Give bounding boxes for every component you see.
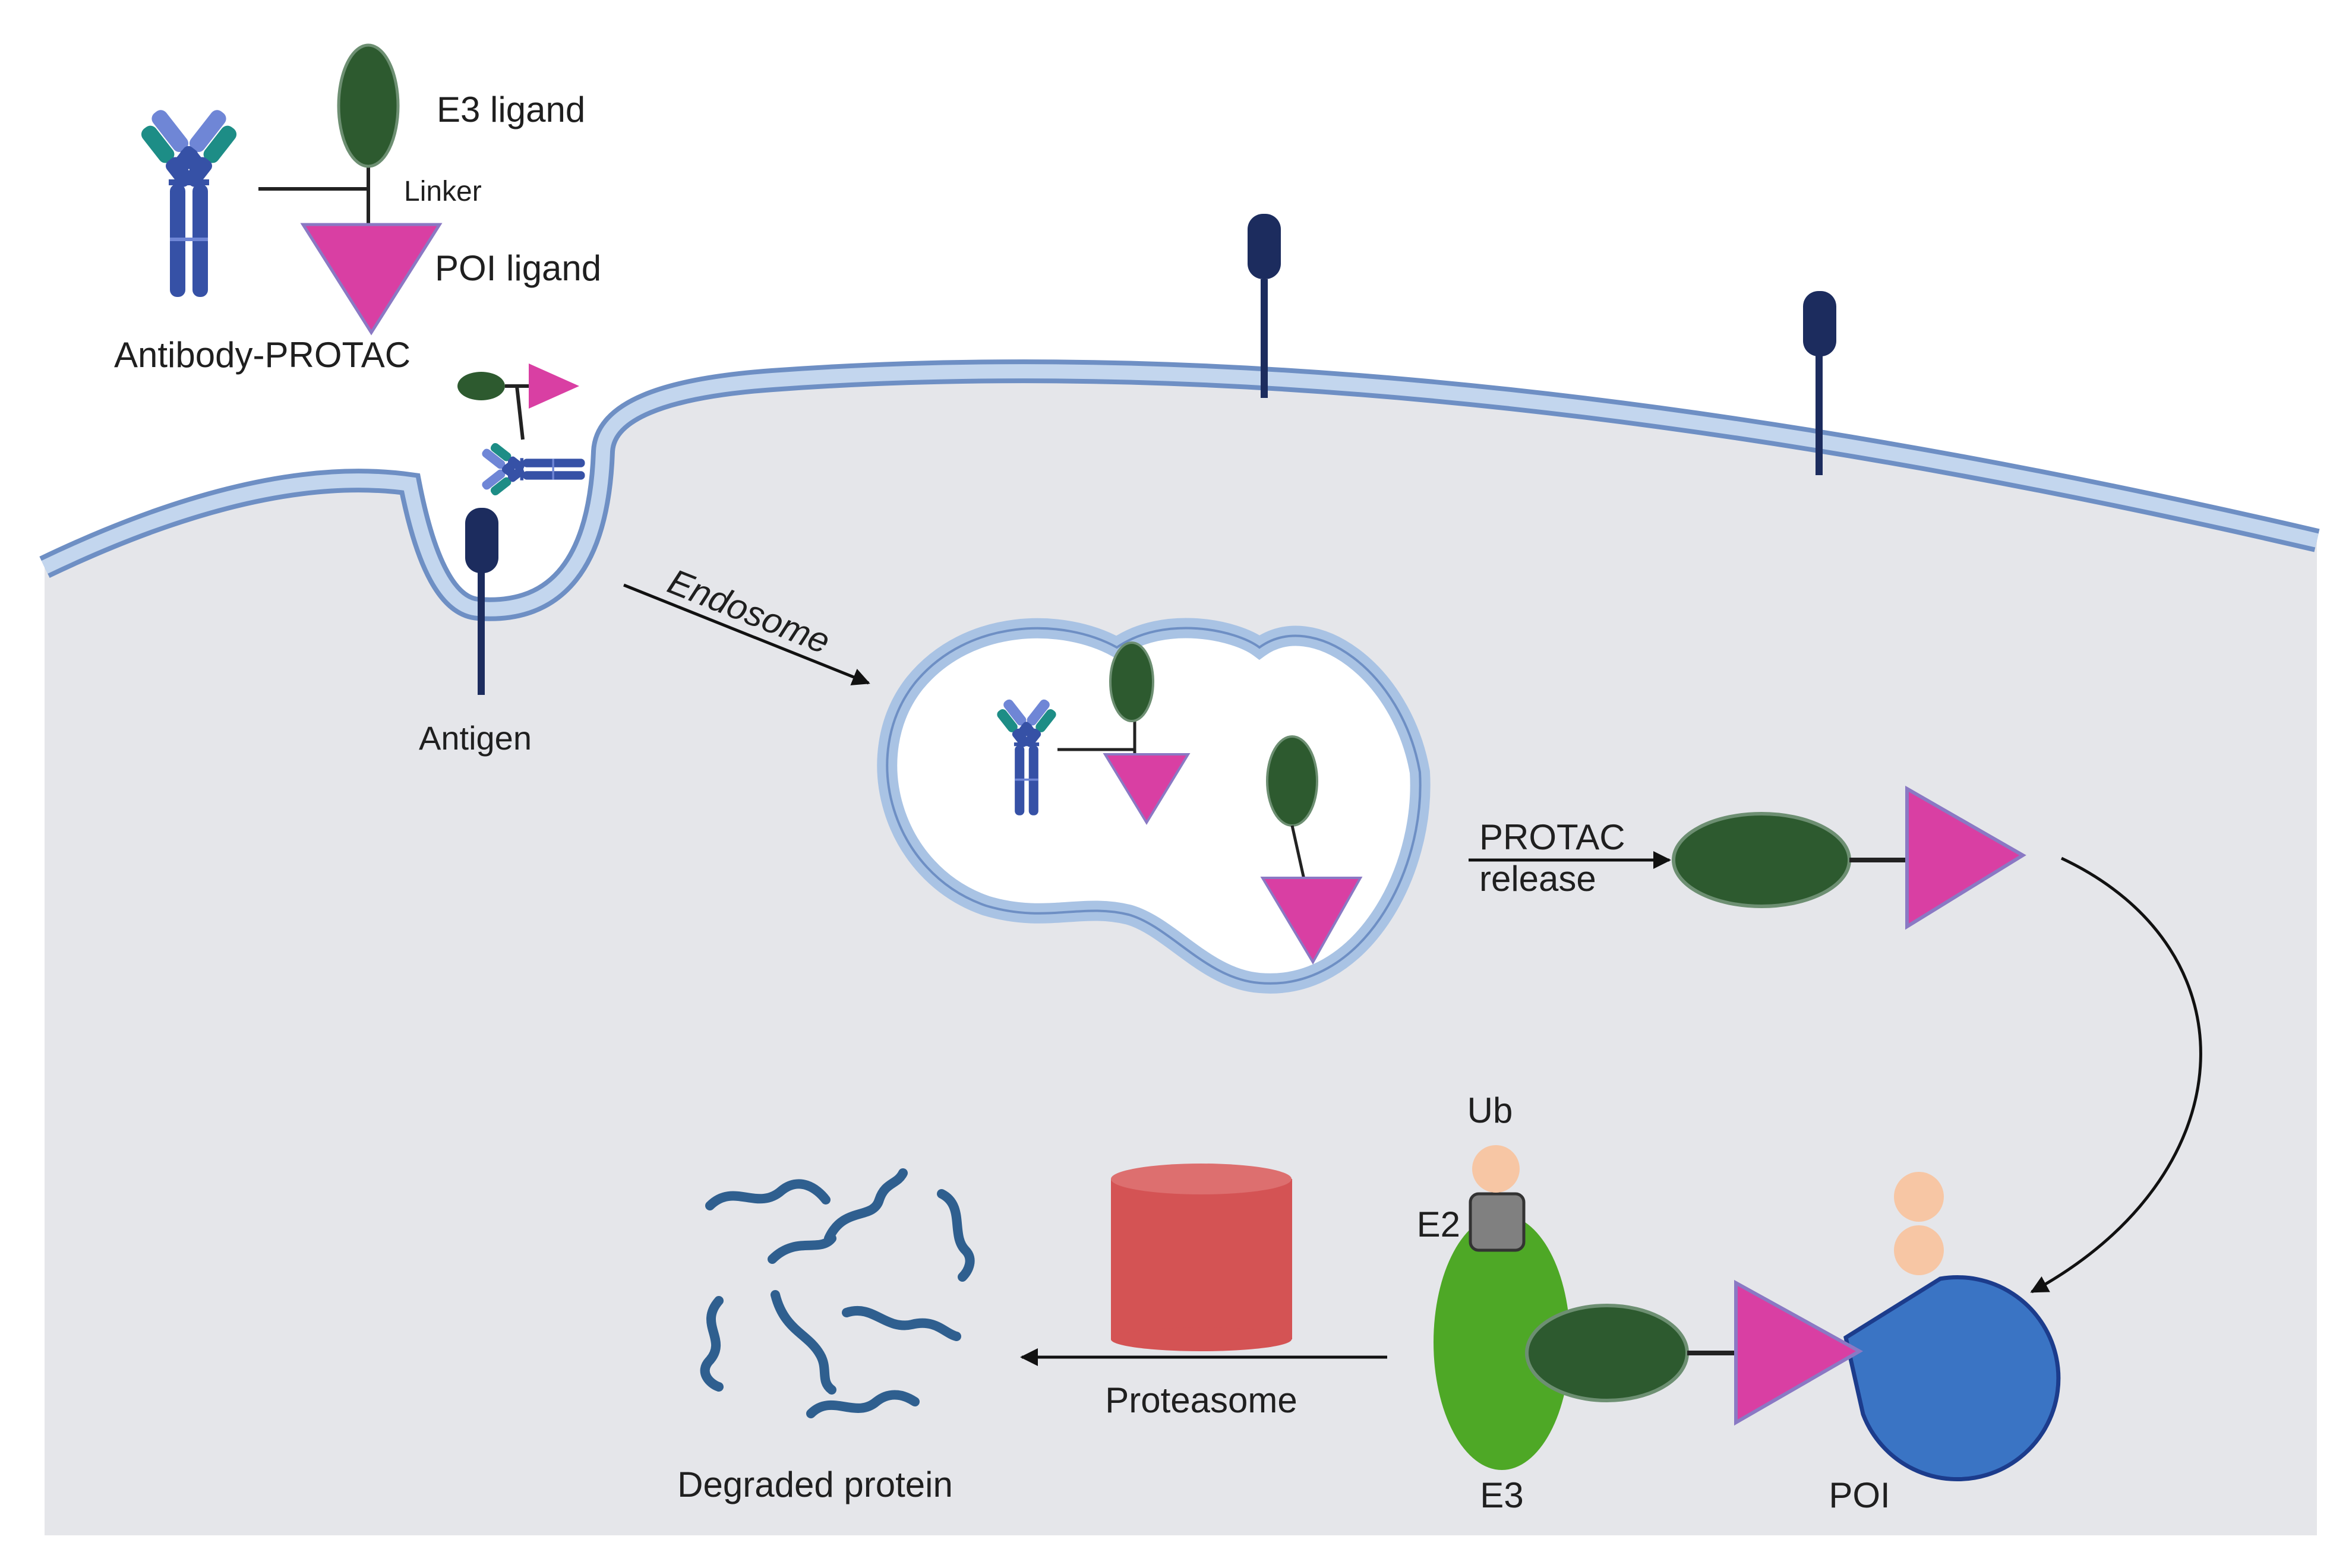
- antigen-receptor-pit: [465, 508, 498, 695]
- e2-label: E2: [1417, 1205, 1460, 1244]
- degraded-protein-fragments: [700, 1168, 975, 1418]
- antigen-receptor-2: [1803, 291, 1836, 475]
- endosome-e3-ligand-2: [1266, 735, 1318, 827]
- proteasome-label: Proteasome: [1105, 1380, 1297, 1420]
- e3-ligand-label: E3 ligand: [437, 90, 585, 129]
- poi-ligand-icon: [300, 223, 443, 336]
- endosome: [877, 618, 1431, 994]
- protac-release-label-line2: release: [1479, 859, 1596, 899]
- e3-ligand-icon: [337, 43, 400, 168]
- fragment: [705, 1179, 831, 1210]
- ternary-complex: [1434, 1145, 2061, 1482]
- ubiquitin-on-e2: [1472, 1145, 1520, 1193]
- poi-ligand-label: POI ligand: [435, 248, 601, 288]
- ubiquitin-on-poi-2: [1894, 1225, 1944, 1275]
- e3-ligase: [1434, 1215, 1570, 1470]
- released-protac: [1672, 785, 2026, 930]
- antibody-protac-legend: E3 ligand Linker POI ligand Antibody-PRO…: [114, 43, 601, 375]
- endosome-poi-ligand-1: [1103, 753, 1191, 825]
- protac-release-label-line1: PROTAC: [1479, 817, 1625, 857]
- released-poi-ligand: [1905, 785, 2026, 930]
- fragment: [842, 1305, 961, 1341]
- endosome-poi-ligand-2: [1260, 877, 1363, 965]
- bound-antibody-protac: [480, 439, 585, 500]
- degraded-protein-label: Degraded protein: [677, 1465, 953, 1504]
- complex-poi-ligand: [1734, 1279, 1864, 1426]
- bound-protac-small: [457, 363, 579, 440]
- fragment: [937, 1189, 975, 1282]
- curved-arrow-to-complex: [2030, 856, 2202, 1294]
- endosome-arrow: [623, 583, 870, 685]
- linker-label: Linker: [404, 176, 482, 207]
- fragment: [806, 1390, 920, 1418]
- antibody-icon: [134, 107, 244, 298]
- poi-protein: [1843, 1275, 2061, 1482]
- fragment: [771, 1290, 836, 1395]
- poi-label: POI: [1829, 1475, 1890, 1515]
- fragment: [700, 1296, 724, 1392]
- e2-enzyme: [1469, 1192, 1526, 1252]
- ubiquitin-on-poi-1: [1894, 1172, 1944, 1222]
- ub-label: Ub: [1467, 1090, 1513, 1130]
- proteasome: [1111, 1164, 1292, 1351]
- fragment: [824, 1168, 908, 1243]
- released-e3-ligand: [1672, 812, 1851, 908]
- e3-label: E3: [1480, 1475, 1523, 1515]
- antigen-receptor-1: [1248, 214, 1281, 398]
- complex-e3-ligand: [1525, 1304, 1689, 1402]
- endosome-e3-ligand-1: [1109, 641, 1154, 722]
- antigen-label: Antigen: [419, 719, 532, 757]
- antibody-protac-label: Antibody-PROTAC: [114, 335, 411, 375]
- fragment: [768, 1234, 836, 1264]
